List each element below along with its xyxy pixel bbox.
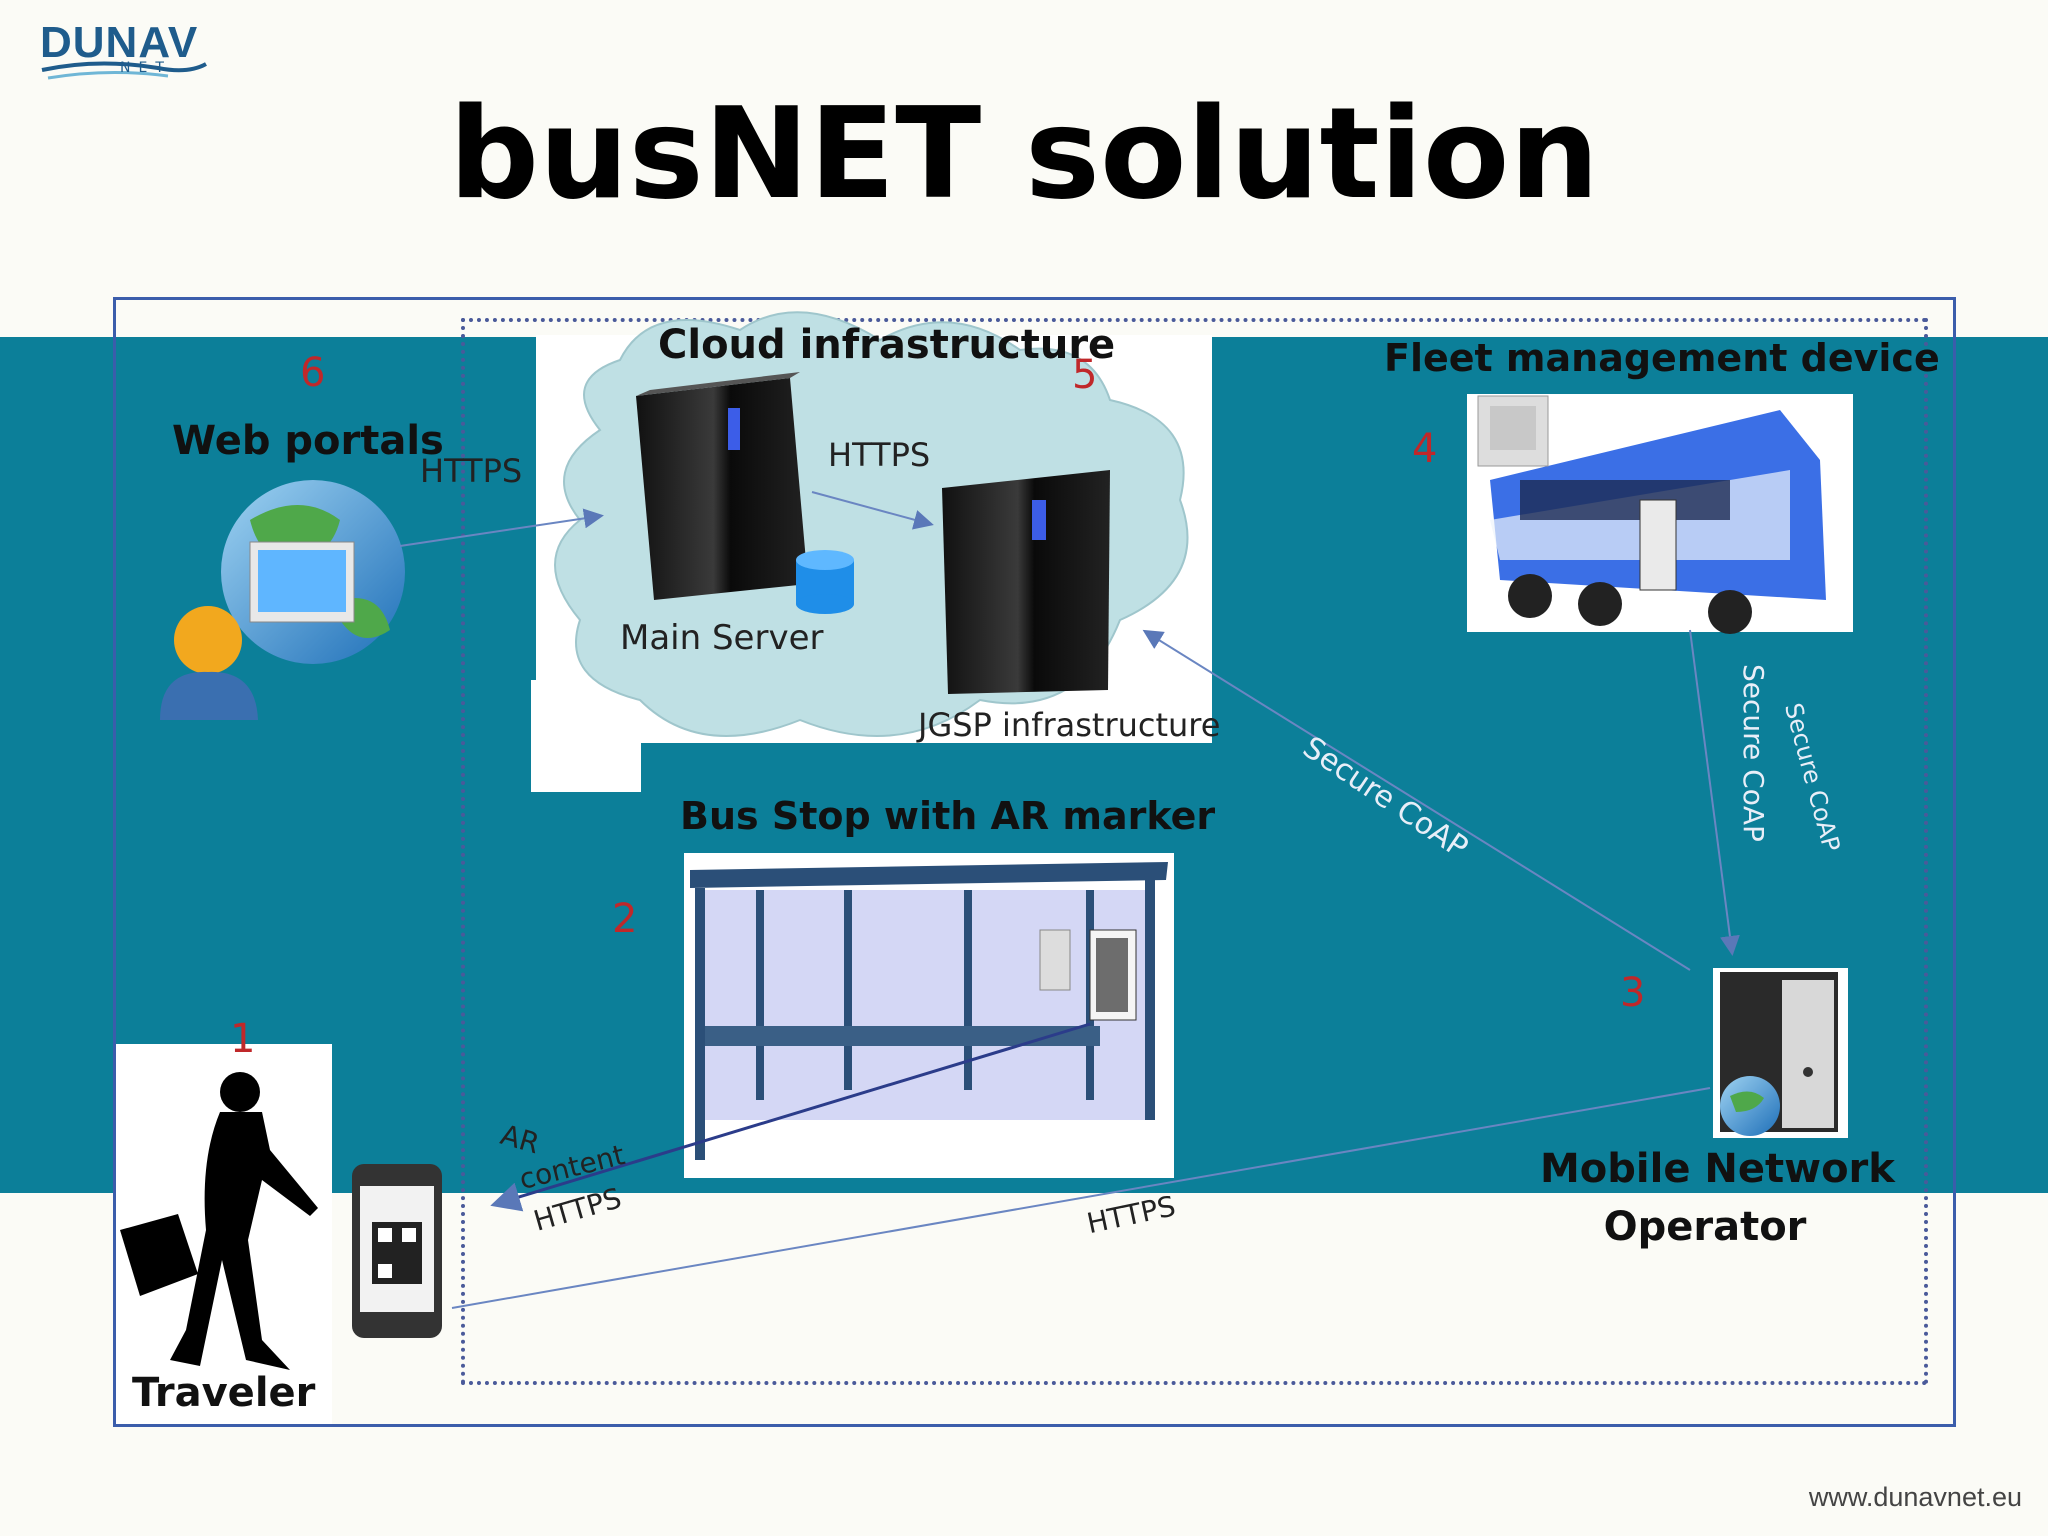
logo-text: DUNAV	[40, 18, 199, 67]
mno-to-cloud-arrow	[1142, 629, 1691, 971]
logo-subtext: NET	[120, 60, 172, 76]
web-portals-label: Web portals	[172, 418, 444, 464]
node-number-fleet: 4	[1412, 426, 1438, 472]
database-icon	[796, 550, 854, 614]
bus-stop-label: Bus Stop with AR marker	[680, 794, 1216, 838]
node-number-mno: 3	[1620, 970, 1646, 1016]
cloud-label: Cloud infrastructure	[658, 322, 1116, 368]
jgsp-label: JGSP infrastructure	[918, 706, 1221, 744]
main-server-icon	[636, 372, 808, 600]
traveler-icon	[120, 1072, 318, 1370]
dunav-logo	[38, 18, 208, 88]
secure-coap-fleet-label-a: Secure CoAP	[1737, 664, 1770, 842]
outer-frame	[113, 297, 1956, 1427]
fleet-label: Fleet management device	[1384, 336, 1940, 380]
main-to-jgsp-arrow	[811, 491, 934, 530]
connections	[399, 491, 1740, 1309]
bus-icon	[1477, 395, 1826, 634]
web-to-cloud-arrow	[399, 508, 604, 547]
system-boundary	[461, 318, 1928, 1385]
traveler-to-mno-arrow	[451, 1087, 1711, 1309]
footer-url: www.dunavnet.eu	[1808, 1482, 2022, 1512]
fleet-to-mno-arrow	[1689, 629, 1740, 956]
smartphone-icon	[352, 1164, 442, 1338]
web-https-label: HTTPS	[420, 452, 523, 490]
node-number-traveler: 1	[230, 1016, 256, 1062]
node-number-bus-stop: 2	[612, 896, 638, 942]
slide-title: busNET solution	[448, 80, 1600, 227]
cloud-https-label: HTTPS	[828, 436, 931, 474]
mno-label-line2: Operator	[1603, 1204, 1807, 1250]
main-server-label: Main Server	[620, 618, 824, 658]
traveler-label: Traveler	[132, 1370, 316, 1416]
mno-label-line1: Mobile Network	[1540, 1146, 1895, 1192]
logo-wave-icon	[41, 61, 207, 80]
bus-stop-shelter-icon	[690, 862, 1168, 1160]
cloud-panel-extension	[531, 680, 641, 792]
node-number-web: 6	[300, 350, 326, 396]
web-portal-icon	[160, 480, 405, 720]
mobile-network-server-icon	[1720, 972, 1838, 1136]
node-number-cloud: 5	[1072, 352, 1098, 398]
jgsp-server-icon	[942, 470, 1110, 694]
stop-to-traveler-arrow	[490, 1022, 1091, 1212]
